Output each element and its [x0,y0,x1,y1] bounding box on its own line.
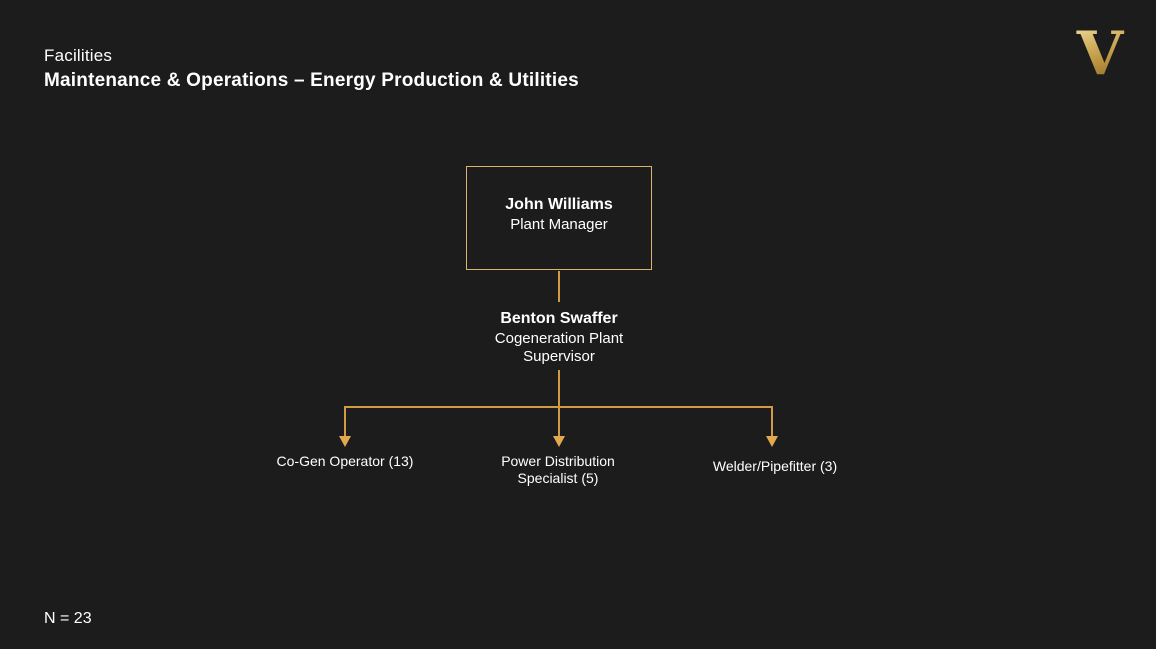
report-label: Welder/Pipefitter (3) [712,458,838,474]
arrow-down-icon [766,436,778,447]
org-node-cogeneration-supervisor: Benton Swaffer Cogeneration Plant Superv… [459,308,659,366]
node-title-line1: Cogeneration Plant [494,330,624,347]
slide-header: Facilities Maintenance & Operations – En… [44,44,579,93]
connector-drop-left [344,406,346,437]
connector-drop-middle [558,406,560,437]
node-name: Benton Swaffer [500,310,618,327]
connector-root-to-supervisor [558,271,560,302]
connector-supervisor-stem [558,370,560,407]
headcount-label: N = 23 [44,610,92,627]
org-node-welder-pipefitter: Welder/Pipefitter (3) [665,458,885,475]
logo-letter: V [1076,28,1125,76]
node-name: John Williams [505,196,613,213]
org-node-cogen-operator: Co-Gen Operator (13) [235,453,455,470]
node-title-line2: Supervisor [523,348,595,365]
header-eyebrow: Facilities [44,46,113,65]
org-node-power-distribution-specialist: Power Distribution Specialist (5) [448,453,668,487]
connector-drop-right [771,406,773,437]
arrow-down-icon [339,436,351,447]
page-title: Maintenance & Operations – Energy Produc… [44,70,579,91]
report-label: Co-Gen Operator (13) [276,453,414,469]
vanderbilt-v-logo-icon: V [1072,19,1128,89]
node-title: Plant Manager [510,216,608,233]
report-label-line2: Specialist (5) [517,470,599,486]
arrow-down-icon [553,436,565,447]
org-node-plant-manager: John Williams Plant Manager [466,166,652,270]
report-label-line1: Power Distribution [501,453,615,469]
